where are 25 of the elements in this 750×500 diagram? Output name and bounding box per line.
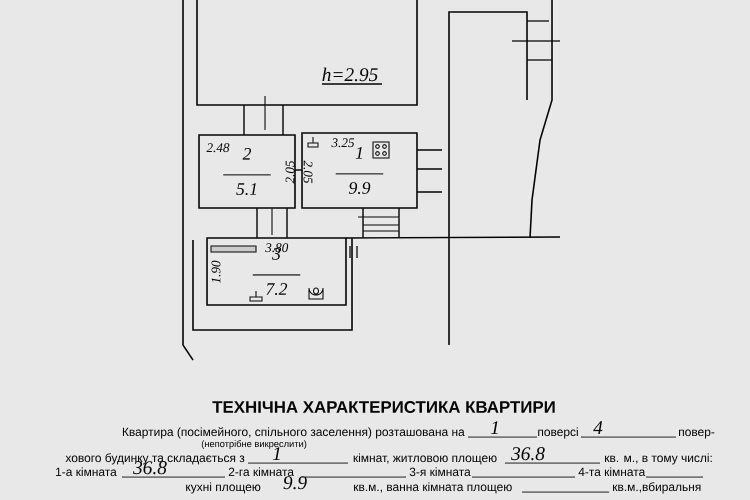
form-text: 3-я кімната [410,467,471,476]
form-text: кв. м., в тому числі: [605,453,712,464]
form-text: 4-та кімната [578,467,646,476]
dimension: 2.48 [206,143,230,152]
form-text: повер- [679,430,714,438]
form-text: кв.м.,вбиральня [613,482,700,494]
note: (непотрібне викреслити) [202,440,306,449]
form-text: кухні площею [186,482,260,494]
handwritten-value: 36.8 [511,447,545,460]
handwritten-value: 1 [272,447,280,460]
dimension: 1.90 [212,260,220,284]
handwritten-value: 4 [593,421,602,434]
form-text: 2-га кімната [228,467,294,476]
heading: ТЕХНІЧНА ХАРАКТЕРИСТИКА КВАРТИРИ [212,401,555,413]
dimension: 3.25 [331,138,354,148]
dimension: 2.05 [304,160,312,184]
form-text: поверсі [538,427,578,438]
handwritten-value: 1 [490,421,498,434]
form-text: 1-а кімната [56,467,117,476]
ceiling-height: h=2.95 [322,68,378,82]
form-text: кімнат, житловою площею [354,453,497,464]
dimension: 2.05 [286,160,294,184]
handwritten-value: 9.9 [284,476,307,490]
form-text: кв.м., ванна кімната площею [354,482,512,494]
form-text: Квартира (посімейного, спільного заселення) розташована на [122,427,465,438]
